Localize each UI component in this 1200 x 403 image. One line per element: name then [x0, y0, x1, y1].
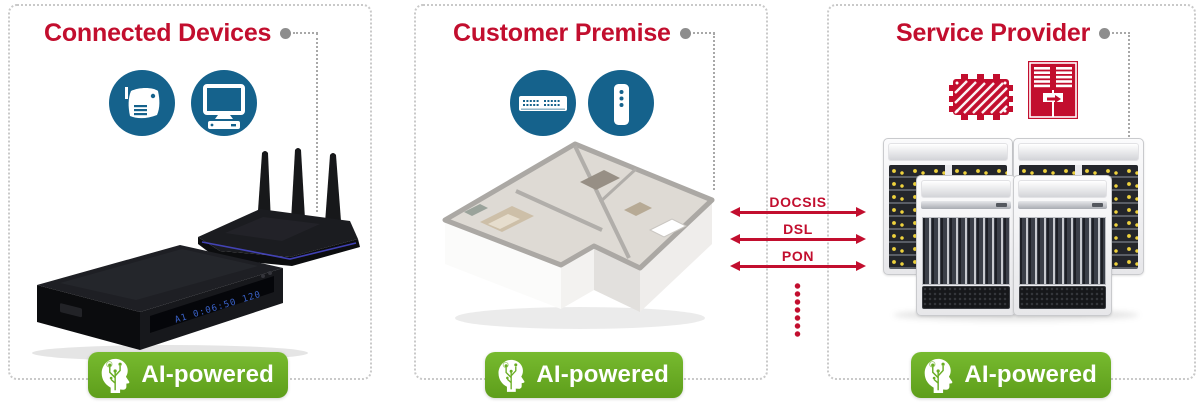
- dsl-label: DSL: [783, 221, 813, 237]
- connector-dot: [1099, 27, 1111, 39]
- ai-powered-badge: AI-powered: [485, 352, 683, 398]
- connector-line-horizontal: [1112, 32, 1130, 34]
- ai-head-icon: [101, 358, 130, 393]
- rack-top-cap: [1018, 180, 1107, 198]
- ai-head-icon: [498, 359, 525, 392]
- page-title: Service Provider: [896, 18, 1091, 47]
- docsis-label: DOCSIS: [769, 194, 827, 210]
- rack-top-cap: [921, 180, 1011, 198]
- rack-grille: [922, 286, 1010, 309]
- docsis-arrow: [730, 207, 866, 217]
- rack-blades: [1019, 217, 1106, 285]
- badge-label: AI-powered: [536, 361, 669, 388]
- rack-grille: [1019, 286, 1106, 309]
- title-row-connected-devices: Connected Devices: [44, 19, 318, 47]
- blade-server-rack-illustration: [916, 175, 1016, 316]
- blade-server-rack-illustration: [1013, 175, 1112, 316]
- ai-head-icon: [924, 358, 953, 393]
- badge-label: AI-powered: [964, 361, 1097, 388]
- tv-set-top-box-icon: [191, 70, 257, 136]
- more-protocols-dots: [794, 282, 801, 338]
- connector-line-horizontal: [692, 32, 715, 34]
- connector-dot: [679, 27, 691, 39]
- rack-top-cap: [888, 143, 1008, 161]
- rack-top-cap: [1018, 143, 1139, 161]
- access-node-icon: [949, 74, 1013, 120]
- rack-unit: [1018, 201, 1107, 209]
- ai-powered-badge: AI-powered: [911, 352, 1111, 398]
- rack-blades: [922, 217, 1010, 285]
- wifi-router-and-stb-illustration: A1 0:06:50 120: [32, 148, 360, 360]
- ai-powered-badge: AI-powered: [88, 352, 288, 398]
- title-row-customer-premise: Customer Premise: [453, 19, 715, 47]
- connector-line-vertical: [713, 33, 715, 190]
- page-title: Connected Devices: [44, 18, 272, 47]
- pon-arrow: [730, 261, 866, 271]
- gateway-tower-icon: [588, 70, 654, 136]
- connector-line-vertical: [1128, 32, 1130, 137]
- page-title: Customer Premise: [453, 18, 671, 47]
- router-antennas: [257, 148, 341, 225]
- connector-line-horizontal: [293, 32, 318, 34]
- wireless-gateway-icon: [109, 70, 175, 136]
- connector-line-vertical: [316, 33, 318, 212]
- house-floorplan-illustration: [442, 141, 715, 329]
- street-cabinet-icon: [1028, 61, 1078, 119]
- dsl-arrow: [730, 234, 866, 244]
- badge-label: AI-powered: [141, 361, 274, 388]
- title-row-service-provider: Service Provider: [896, 19, 1130, 47]
- network-switch-icon: [510, 70, 576, 136]
- connector-dot: [280, 27, 292, 39]
- pon-label: PON: [781, 248, 815, 264]
- rack-unit: [921, 201, 1011, 209]
